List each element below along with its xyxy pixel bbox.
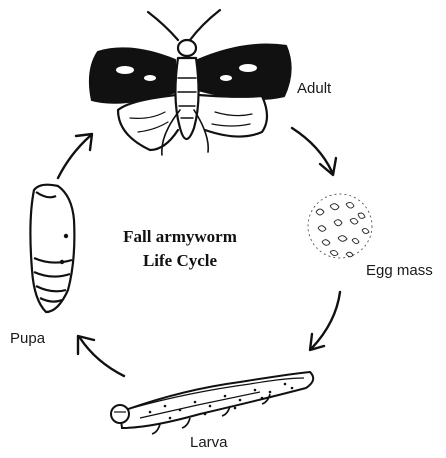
stage-label-pupa: Pupa xyxy=(10,330,45,347)
stage-label-larva: Larva xyxy=(190,434,228,451)
arrow-larva-to-pupa xyxy=(80,338,124,376)
arrow-pupa-to-adult xyxy=(58,136,90,178)
adult-moth-illustration xyxy=(90,10,291,155)
egg-mass-illustration xyxy=(308,194,372,258)
diagram-title-line-1: Fall armyworm xyxy=(100,226,260,248)
arrow-egg-to-larva xyxy=(312,292,340,348)
stage-label-egg-mass: Egg mass xyxy=(366,262,433,279)
diagram-title-line-2: Life Cycle xyxy=(100,250,260,272)
stage-label-adult: Adult xyxy=(297,80,331,97)
pupa-illustration xyxy=(30,185,74,312)
arrow-adult-to-egg xyxy=(292,128,332,172)
larva-illustration xyxy=(111,372,313,434)
